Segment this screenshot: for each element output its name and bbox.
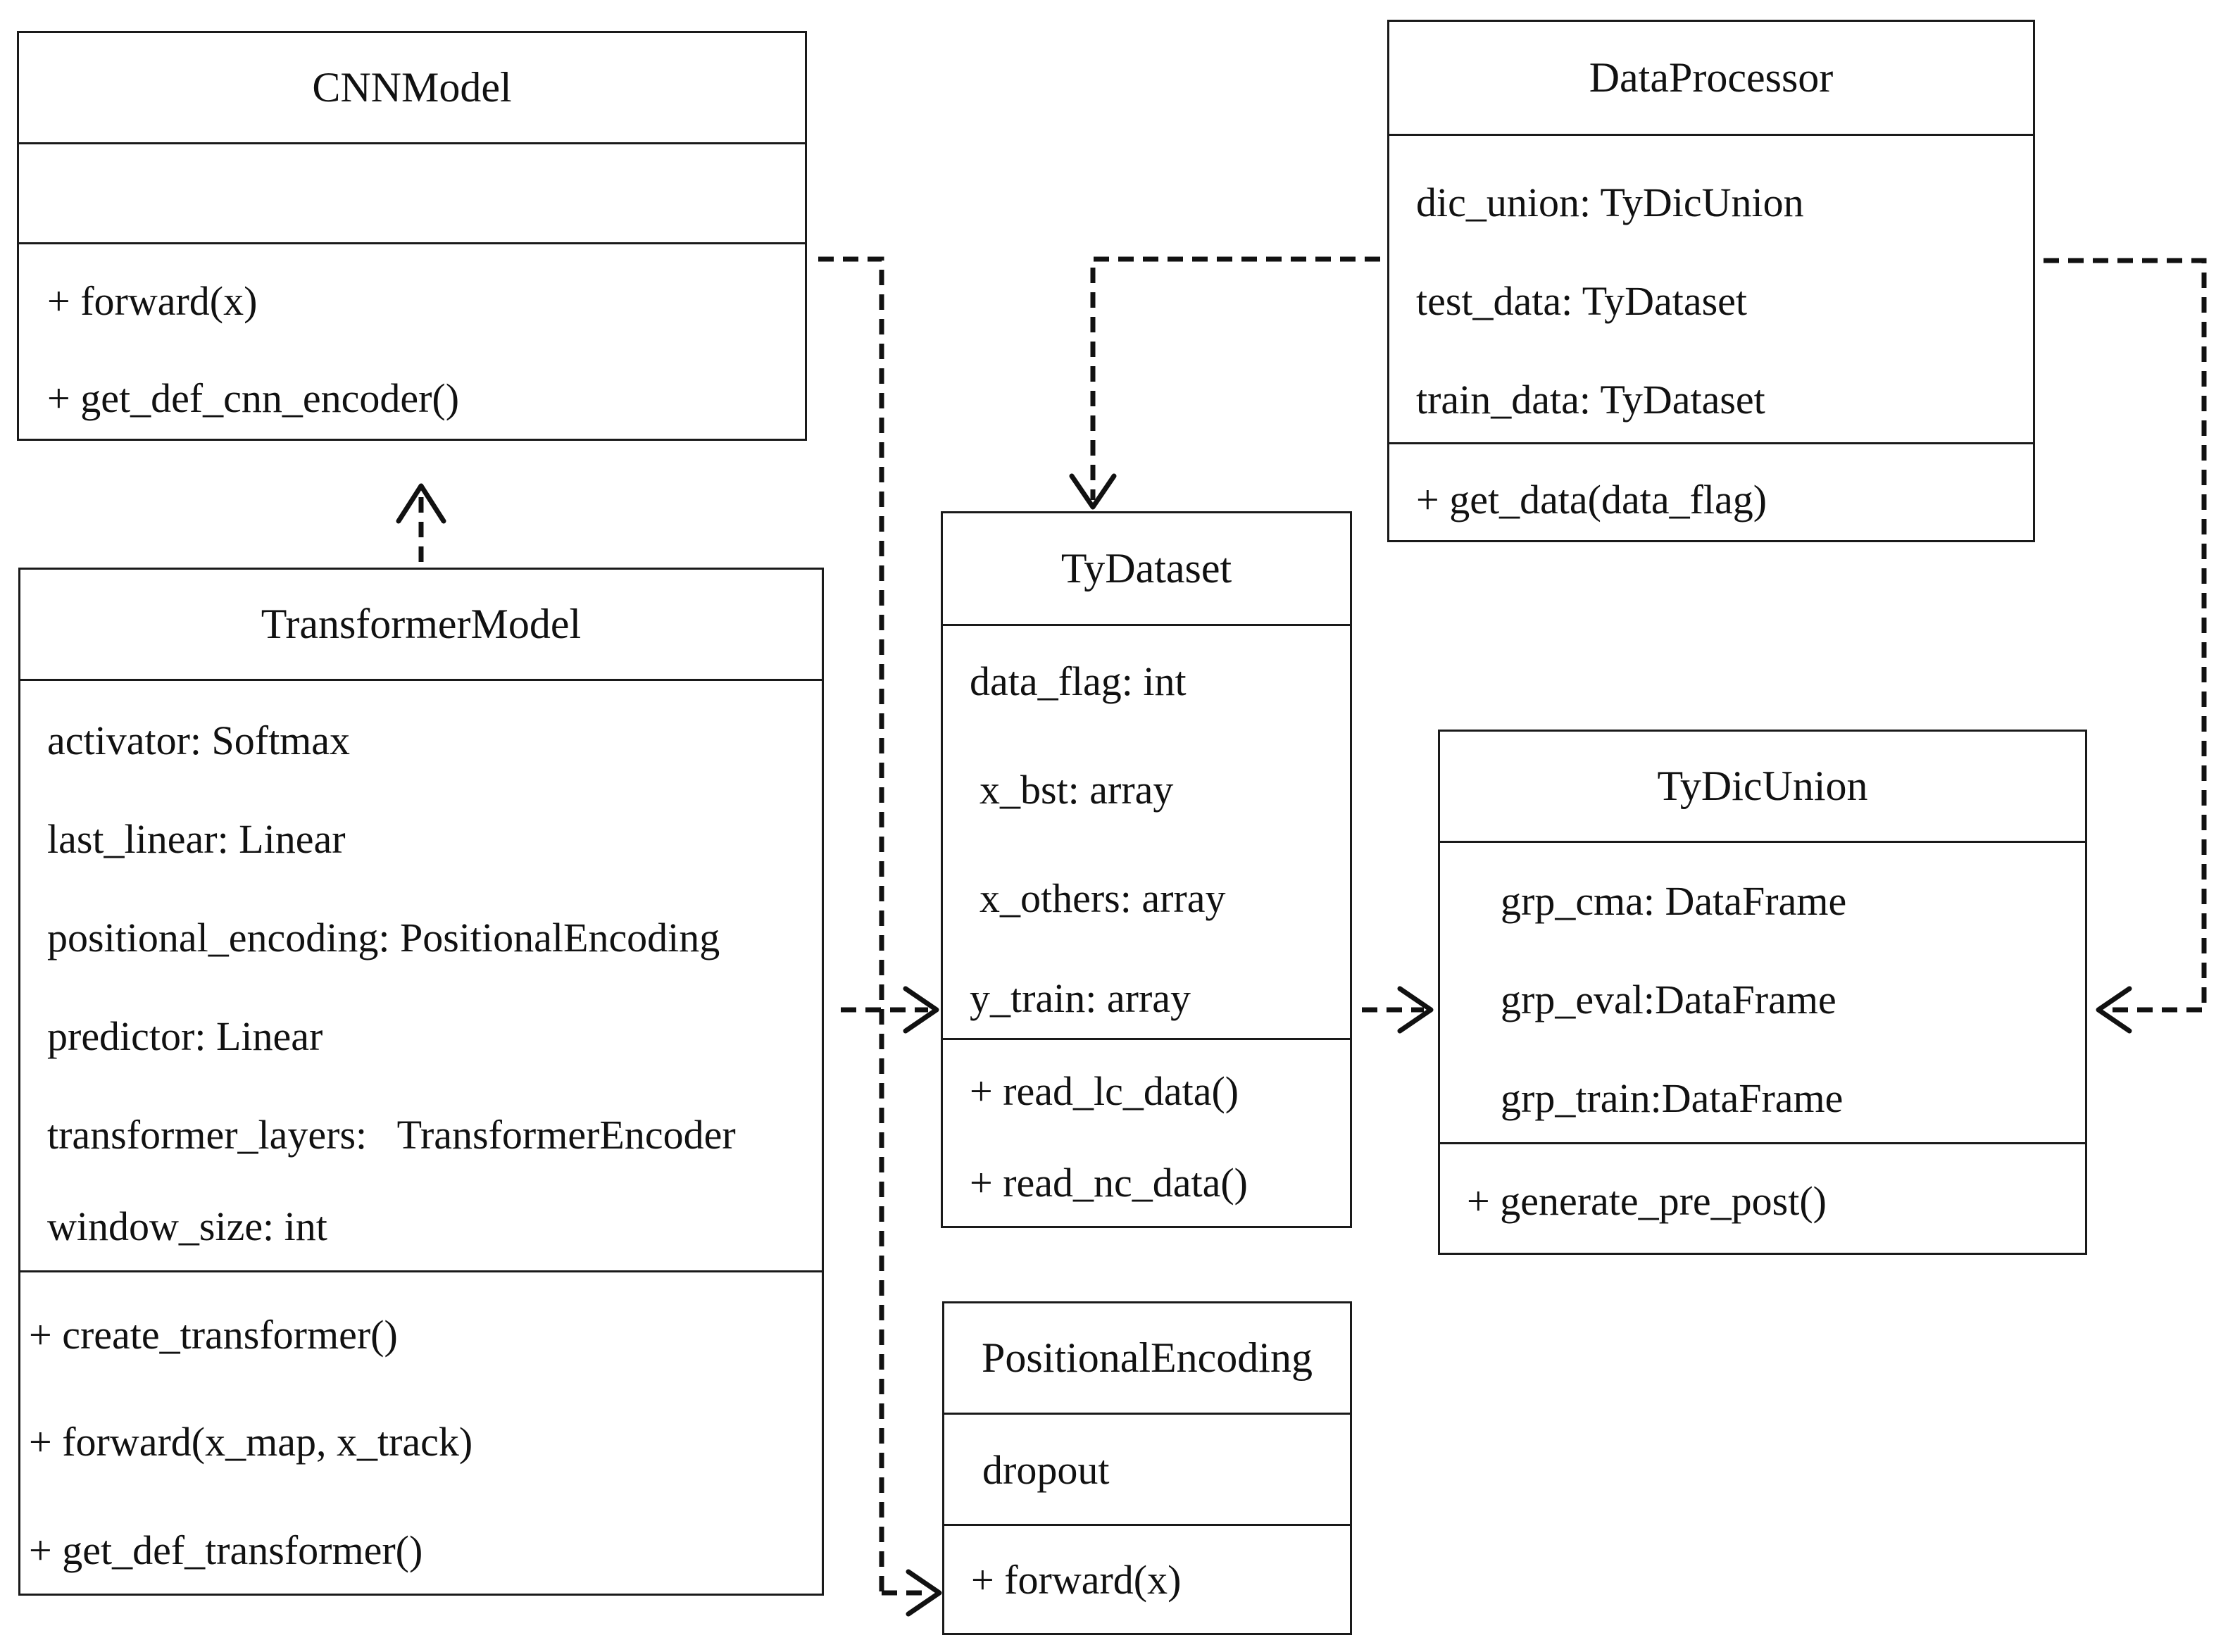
- arrowhead-to-cnn: [396, 483, 446, 524]
- arrowhead-to-positionalencoding: [906, 1569, 942, 1617]
- class-tydataset: TyDataset data_flag: int x_bst: array x_…: [941, 511, 1352, 1228]
- method-section: + generate_pre_post(): [1440, 1144, 2085, 1253]
- dependency-cnn-trunk: [818, 256, 884, 1593]
- class-cnnmodel: CNNModel + forward(x) + get_def_cnn_enco…: [17, 31, 807, 441]
- class-name: TyDicUnion: [1440, 732, 2085, 843]
- method-row: + get_def_transformer(): [29, 1527, 423, 1573]
- arrowhead-to-tydicunion: [1397, 986, 1434, 1034]
- class-tydicunion: TyDicUnion grp_cma: DataFrame grp_eval:D…: [1438, 730, 2087, 1255]
- attribute-row: train_data: TyDataset: [1416, 377, 1765, 423]
- class-positionalencoding: PositionalEncoding dropout + forward(x): [942, 1301, 1352, 1635]
- attribute-section: dropout: [944, 1415, 1350, 1526]
- attribute-row: last_linear: Linear: [47, 816, 346, 862]
- dependency-dataprocessor-to-tydataset: [1090, 256, 1380, 500]
- attribute-section: [19, 144, 805, 244]
- attribute-row: transformer_layers: TransformerEncoder: [47, 1112, 736, 1158]
- attribute-section: dic_union: TyDicUnion test_data: TyDatas…: [1389, 136, 2033, 444]
- class-title: TransformerModel: [261, 601, 582, 647]
- attribute-row: dropout: [982, 1447, 1110, 1493]
- method-section: + create_transformer() + forward(x_map, …: [20, 1272, 822, 1594]
- attribute-section: activator: Softmax last_linear: Linear p…: [20, 681, 822, 1272]
- arrowhead-dataprocessor-to-tydataset: [1069, 473, 1117, 510]
- arrowhead-to-tydataset: [903, 986, 939, 1034]
- method-row: + read_nc_data(): [970, 1160, 1248, 1206]
- class-title: TyDataset: [1060, 545, 1232, 592]
- method-row: + generate_pre_post(): [1467, 1178, 1827, 1224]
- method-row: + get_data(data_flag): [1416, 477, 1767, 522]
- method-section: + forward(x) + get_def_cnn_encoder(): [19, 244, 805, 439]
- arrowhead-dataprocessor-to-tydicunion: [2096, 986, 2132, 1034]
- attribute-row: data_flag: int: [970, 658, 1187, 704]
- class-transformermodel: TransformerModel activator: Softmax last…: [18, 568, 824, 1596]
- attribute-row: y_train: array: [970, 975, 1191, 1021]
- dependency-dataprocessor-to-tydicunion: [2044, 258, 2207, 1013]
- method-section: + get_data(data_flag): [1389, 444, 2033, 540]
- method-row: + forward(x): [971, 1557, 1182, 1603]
- attribute-row: dic_union: TyDicUnion: [1416, 180, 1804, 225]
- class-name: TransformerModel: [20, 570, 822, 681]
- attribute-row: window_size: int: [47, 1203, 327, 1249]
- method-section: + forward(x): [944, 1526, 1350, 1633]
- method-row: + get_def_cnn_encoder(): [47, 375, 460, 421]
- attribute-row: activator: Softmax: [47, 718, 351, 763]
- attribute-section: grp_cma: DataFrame grp_eval:DataFrame gr…: [1440, 843, 2085, 1144]
- class-title: PositionalEncoding: [982, 1334, 1313, 1381]
- class-title: TyDicUnion: [1657, 763, 1868, 809]
- attribute-row: predictor: Linear: [47, 1013, 323, 1059]
- class-title: DataProcessor: [1589, 54, 1834, 101]
- method-row: + forward(x): [47, 278, 258, 324]
- method-section: + read_lc_data() + read_nc_data(): [943, 1040, 1350, 1226]
- class-name: DataProcessor: [1389, 22, 2033, 136]
- attribute-row: grp_cma: DataFrame: [1501, 878, 1847, 924]
- class-dataprocessor: DataProcessor dic_union: TyDicUnion test…: [1387, 20, 2035, 542]
- method-row: + create_transformer(): [29, 1312, 398, 1358]
- attribute-row: x_bst: array: [980, 767, 1174, 813]
- class-name: TyDataset: [943, 513, 1350, 626]
- class-name: CNNModel: [19, 33, 805, 144]
- attribute-row: grp_eval:DataFrame: [1501, 977, 1836, 1022]
- method-row: + read_lc_data(): [970, 1068, 1239, 1114]
- attribute-row: positional_encoding: PositionalEncoding: [47, 915, 720, 960]
- class-name: PositionalEncoding: [944, 1303, 1350, 1415]
- class-title: CNNModel: [312, 64, 512, 111]
- attribute-section: data_flag: int x_bst: array x_others: ar…: [943, 626, 1350, 1040]
- attribute-row: test_data: TyDataset: [1416, 278, 1748, 324]
- method-row: + forward(x_map, x_track): [29, 1419, 473, 1465]
- attribute-row: x_others: array: [980, 875, 1226, 921]
- attribute-row: grp_train:DataFrame: [1501, 1075, 1844, 1121]
